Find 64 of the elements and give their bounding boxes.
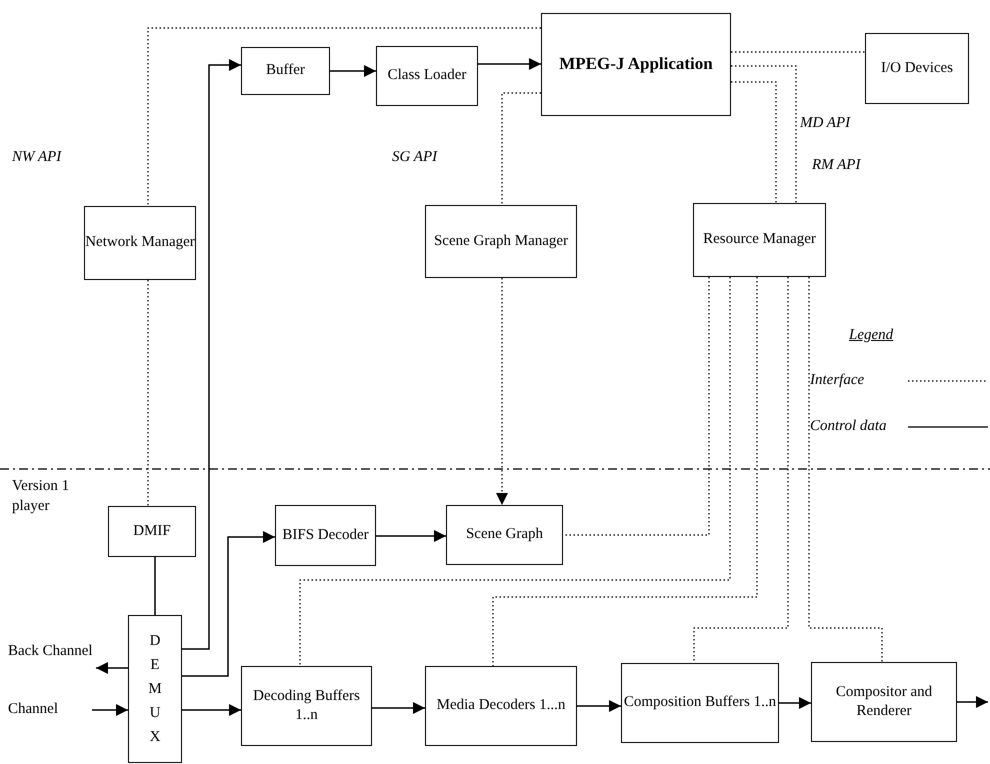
node-text: DMIF	[133, 522, 171, 541]
arrow	[957, 696, 988, 708]
node-text: Resource Manager	[703, 230, 816, 250]
manager-box	[425, 205, 577, 278]
interface-line	[299, 277, 731, 666]
node-text: Scene Graph	[466, 525, 544, 544]
node-text: Media Decoders 1...n	[436, 696, 566, 716]
renderer-box	[811, 662, 957, 742]
manager-box	[84, 206, 196, 280]
node-text: Network Manager	[85, 233, 195, 252]
process-box	[376, 46, 478, 106]
interface-line	[492, 277, 758, 666]
arrow	[376, 530, 446, 542]
application-box	[541, 13, 731, 116]
arrow	[182, 704, 241, 716]
api-label: NW API	[12, 148, 63, 167]
device-box	[865, 33, 969, 104]
node-text: Scene Graph Manager	[434, 232, 568, 251]
api-label: MD API	[800, 114, 852, 133]
legend-label: Interface	[810, 371, 866, 390]
arrow	[330, 65, 376, 77]
interface-line	[808, 277, 883, 662]
interface-line	[147, 27, 541, 206]
api-label: RM API	[812, 156, 862, 175]
interface-line	[731, 65, 797, 203]
interface-line	[563, 277, 710, 536]
node-text: BIFS Decoder	[282, 526, 369, 545]
interface-line	[501, 92, 541, 205]
node-text: Buffer	[266, 61, 305, 80]
interface-line	[147, 280, 149, 506]
buffer-box	[241, 666, 372, 746]
node-text: MPEG-J Application	[559, 53, 713, 76]
node-text: Compositor and Renderer	[834, 682, 934, 721]
arrow	[478, 58, 541, 70]
interface-line	[731, 81, 777, 203]
process-box	[446, 505, 563, 565]
arrow	[96, 662, 128, 674]
arrow	[92, 704, 128, 716]
node-text: Channel	[8, 700, 58, 720]
buffer-box	[621, 663, 779, 743]
interface-line	[693, 277, 789, 663]
arrow	[372, 702, 425, 714]
node-text: Back Channel	[8, 642, 93, 662]
demux-box	[128, 615, 182, 763]
arrow	[779, 697, 811, 709]
arrow	[577, 700, 621, 712]
interface-line	[731, 51, 865, 53]
api-label: SG API	[392, 148, 439, 167]
node-text: I/O Devices	[880, 58, 954, 78]
arrow	[182, 531, 275, 677]
decoder-box	[275, 505, 376, 566]
region-label: Version 1 player	[12, 477, 70, 516]
legend-title: Legend	[849, 326, 894, 345]
decoder-box	[425, 666, 577, 746]
node-text: Decoding Buffers 1..n	[252, 686, 361, 725]
node-text: Composition Buffers 1..n	[624, 693, 776, 712]
interface-line	[496, 278, 508, 505]
process-box	[108, 506, 196, 557]
process-box	[241, 47, 330, 95]
legend-label: Control data	[810, 417, 888, 436]
manager-box	[693, 203, 826, 277]
node-text: Class Loader	[388, 66, 466, 86]
node-text: DEMUX	[148, 632, 162, 747]
arrow	[182, 59, 241, 650]
